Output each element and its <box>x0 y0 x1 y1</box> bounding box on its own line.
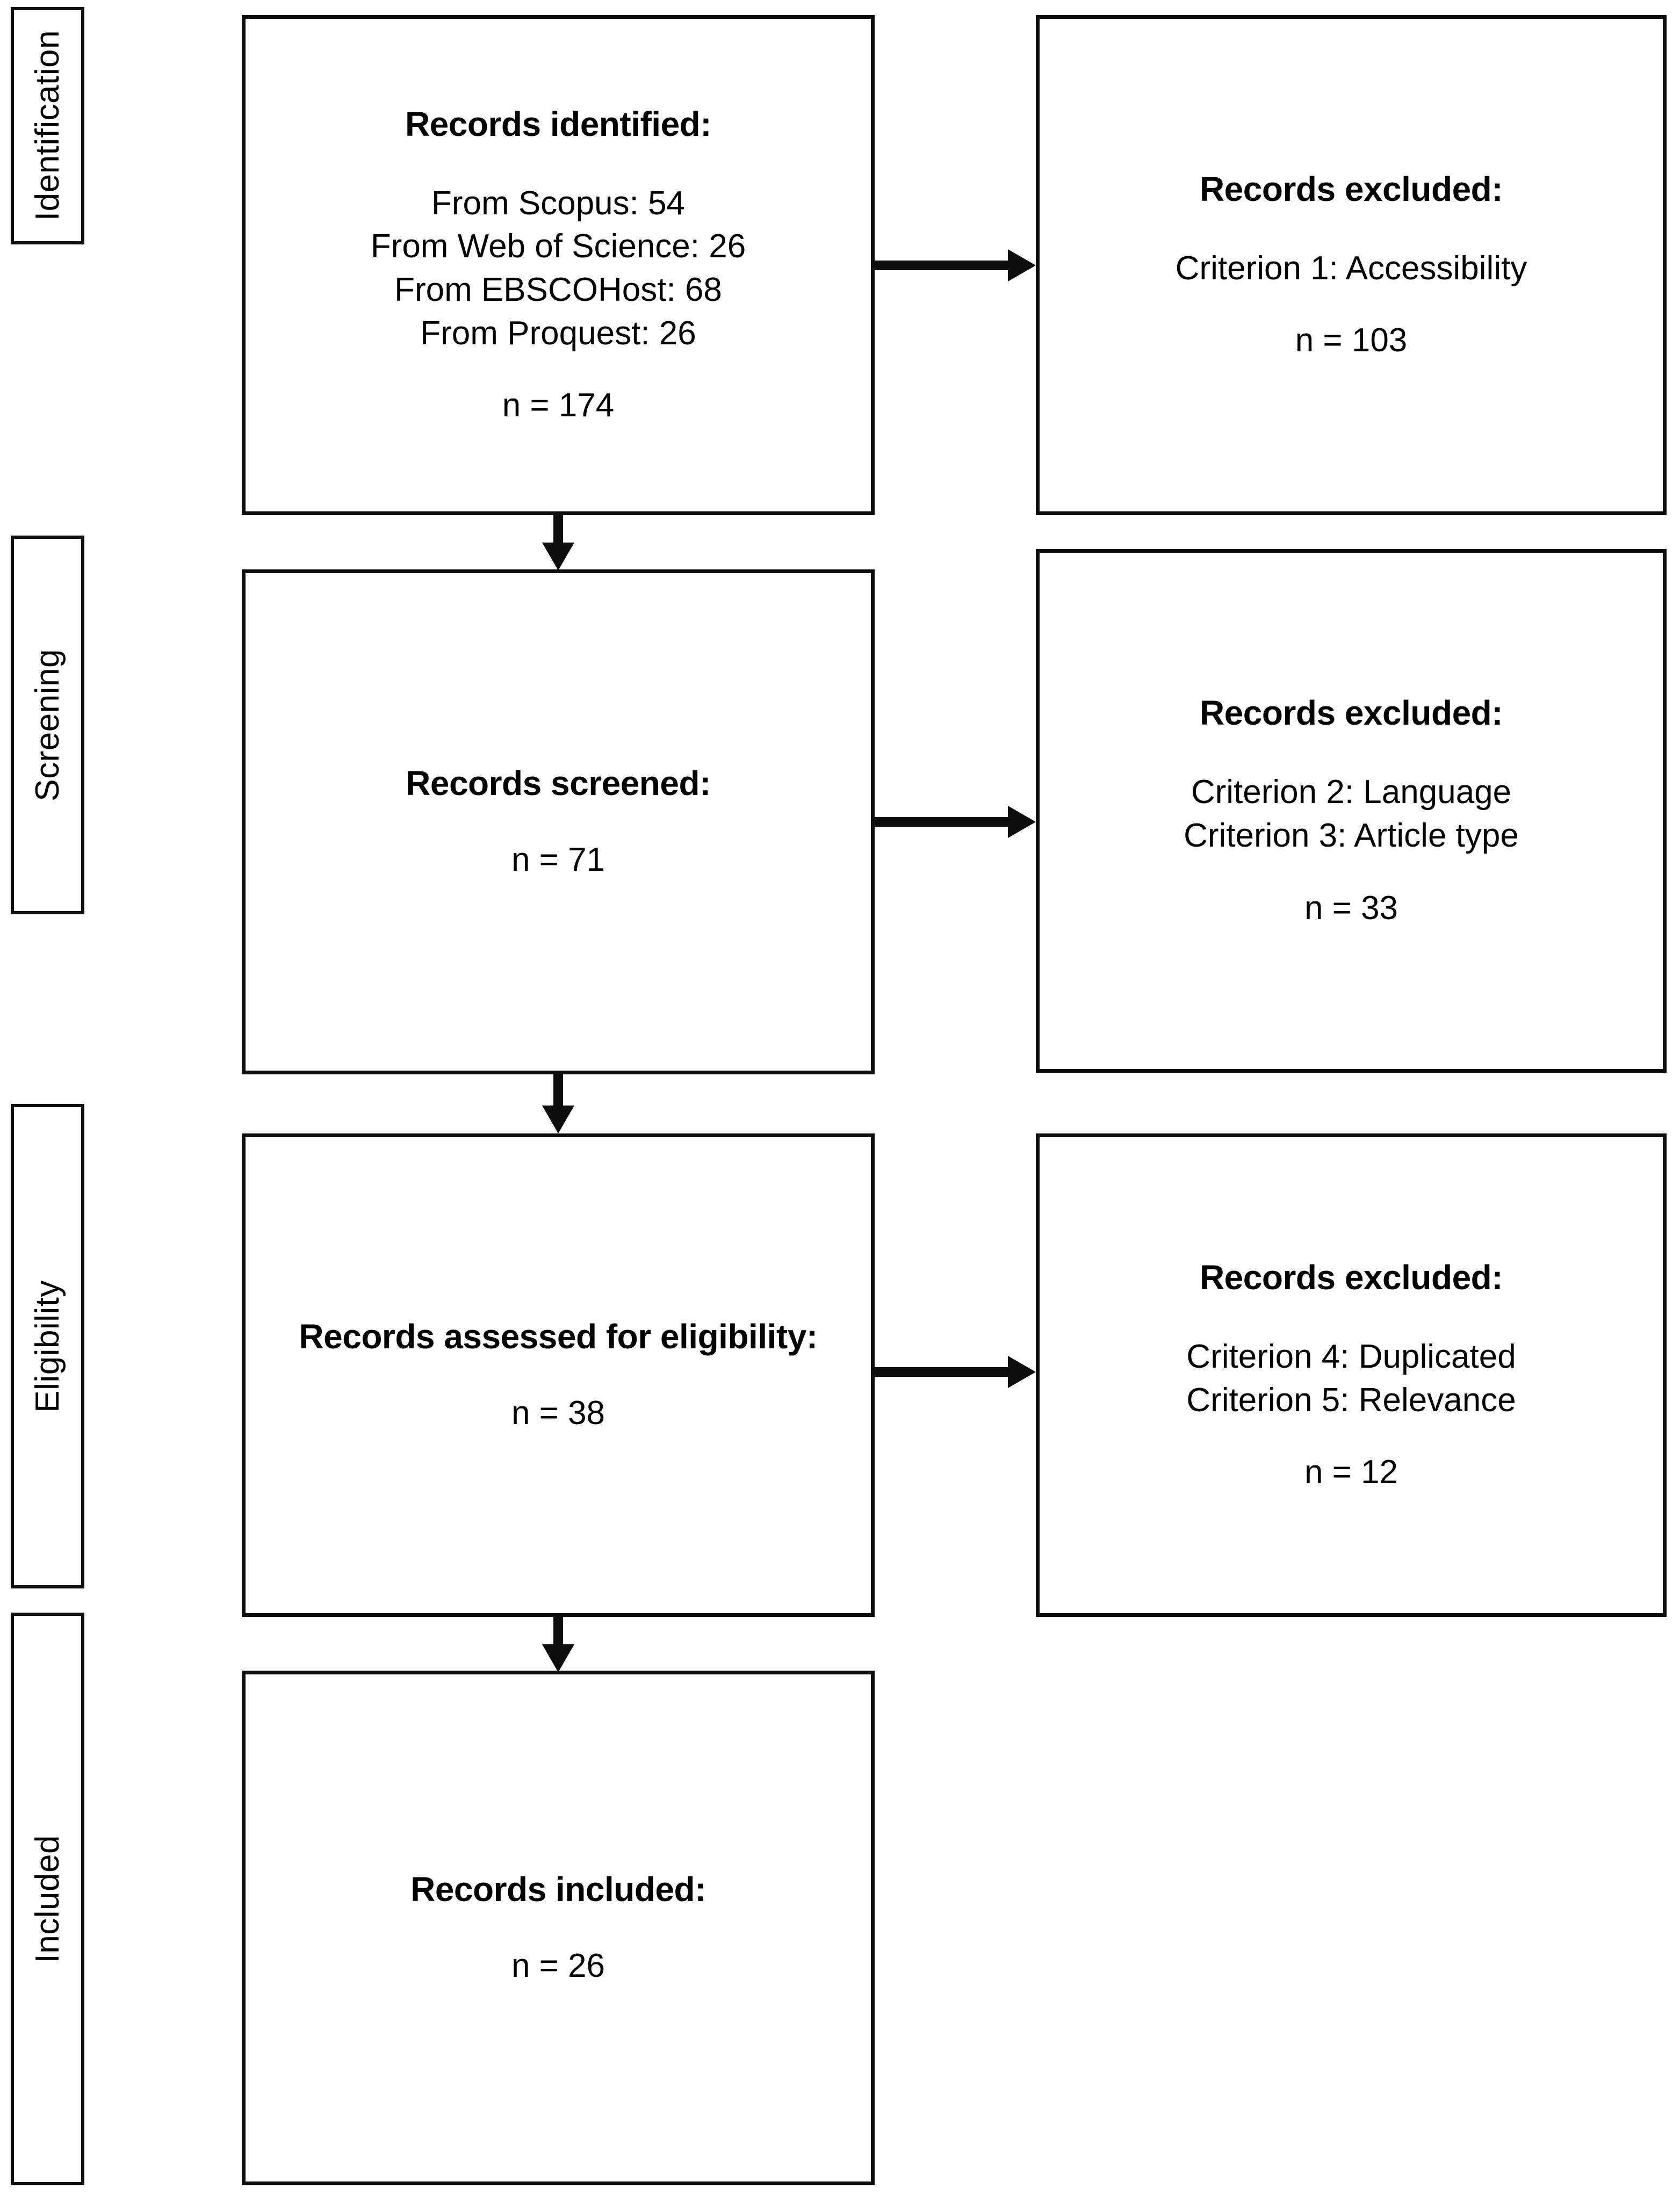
stage-label-eligibility: Eligibility <box>28 1280 66 1413</box>
box-records-excluded-1-title: Records excluded: <box>1199 169 1503 208</box>
box-records-excluded-3-line-2: Criterion 5: Relevance <box>1186 1381 1516 1419</box>
box-records-excluded-2: Records excluded: Criterion 2: Language … <box>1036 549 1667 1073</box>
box-records-excluded-3-line-1: Criterion 4: Duplicated <box>1186 1338 1516 1375</box>
box-records-identified-line-1: From Scopus: 54 <box>431 184 686 222</box>
box-records-excluded-1: Records excluded: Criterion 1: Accessibi… <box>1036 15 1667 515</box>
box-records-screened: Records screened: n = 71 <box>242 569 875 1074</box>
box-records-identified-line-3: From EBSCOHost: 68 <box>394 271 722 308</box>
box-records-screened-count: n = 71 <box>511 841 605 878</box>
box-records-assessed-title: Records assessed for eligibility: <box>299 1317 818 1356</box>
box-records-excluded-1-count: n = 103 <box>1295 322 1408 359</box>
box-records-excluded-1-line-1: Criterion 1: Accessibility <box>1175 249 1527 287</box>
box-records-included-count: n = 26 <box>511 1947 605 1984</box>
box-records-screened-title: Records screened: <box>406 764 711 803</box>
stage-box-included: Included <box>11 1613 84 2185</box>
box-records-included: Records included: n = 26 <box>242 1671 875 2185</box>
box-records-excluded-2-line-2: Criterion 3: Article type <box>1184 817 1519 854</box>
box-records-excluded-2-line-1: Criterion 2: Language <box>1191 774 1512 811</box>
stage-box-eligibility: Eligibility <box>11 1104 84 1588</box>
box-records-excluded-3-count: n = 12 <box>1304 1454 1398 1491</box>
box-records-identified-title: Records identified: <box>405 104 712 143</box>
box-records-assessed: Records assessed for eligibility: n = 38 <box>242 1133 875 1617</box>
box-records-identified-count: n = 174 <box>502 387 615 424</box>
box-records-identified-line-4: From Proquest: 26 <box>420 314 696 352</box>
box-records-identified-line-2: From Web of Science: 26 <box>370 228 746 265</box>
box-records-excluded-2-title: Records excluded: <box>1199 694 1503 733</box>
box-records-excluded-3-title: Records excluded: <box>1199 1258 1503 1297</box>
stage-label-included: Included <box>28 1834 66 1963</box>
stage-box-identification: Identification <box>11 7 84 244</box>
box-records-assessed-count: n = 38 <box>511 1394 605 1432</box>
box-records-included-title: Records included: <box>410 1870 706 1909</box>
stage-label-screening: Screening <box>28 648 66 801</box>
box-records-excluded-2-count: n = 33 <box>1304 889 1398 927</box>
box-records-identified: Records identified: From Scopus: 54 From… <box>242 15 875 515</box>
stage-label-identification: Identification <box>28 30 66 221</box>
stage-box-screening: Screening <box>11 536 84 914</box>
box-records-excluded-3: Records excluded: Criterion 4: Duplicate… <box>1036 1133 1667 1617</box>
